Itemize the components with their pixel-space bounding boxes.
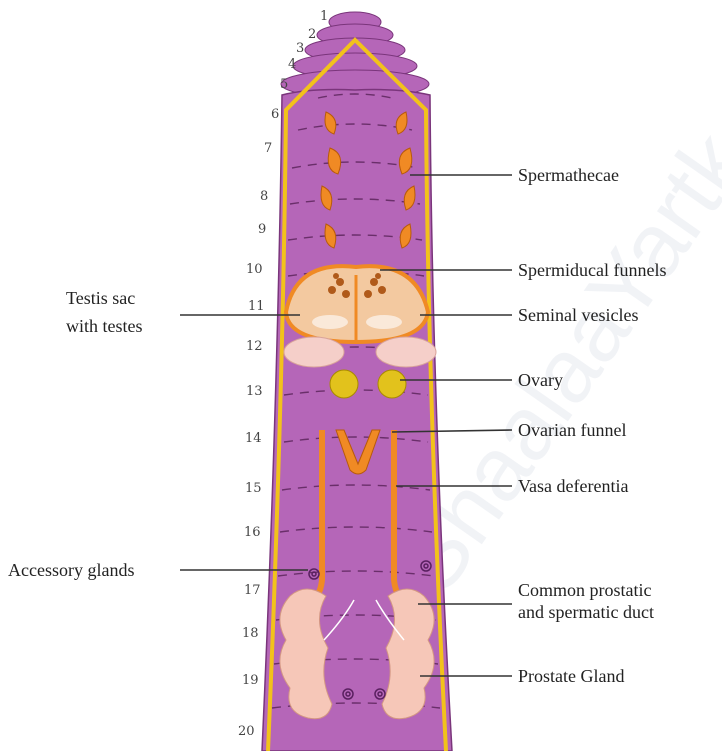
label-accessory-glands: Accessory glands	[8, 560, 134, 580]
label-common-duct-line2: and spermatic duct	[518, 602, 654, 622]
segment-number: 9	[258, 222, 266, 237]
left-labels: Testis sac with testes Accessory glands	[8, 288, 143, 580]
segment-number: 15	[245, 481, 262, 496]
label-common-duct-line1: Common prostatic	[518, 580, 652, 600]
label-vasa-deferentia: Vasa deferentia	[518, 476, 628, 496]
label-testis-sac-line2: with testes	[66, 316, 143, 336]
segment-number: 10	[246, 262, 263, 277]
segment-number: 12	[246, 339, 263, 354]
segment-number: 5	[280, 77, 288, 92]
segment-number: 11	[248, 299, 265, 314]
label-ovarian-funnel: Ovarian funnel	[518, 420, 626, 440]
segment-number: 4	[288, 57, 296, 72]
label-spermathecae: Spermathecae	[518, 165, 619, 185]
label-spermiducal-funnels: Spermiducal funnels	[518, 260, 666, 280]
segment-number: 14	[245, 431, 262, 446]
label-testis-sac-line1: Testis sac	[66, 288, 135, 308]
segment-number: 2	[308, 27, 316, 42]
segment-number: 16	[244, 525, 261, 540]
label-seminal-vesicles: Seminal vesicles	[518, 305, 638, 325]
segment-number: 1	[320, 9, 328, 24]
segment-number: 3	[296, 41, 304, 56]
segment-number: 19	[242, 673, 259, 688]
label-prostate-gland: Prostate Gland	[518, 666, 624, 686]
segment-number: 18	[242, 626, 259, 641]
segment-number: 20	[238, 724, 255, 739]
label-ovary: Ovary	[518, 370, 563, 390]
segment-number: 6	[271, 107, 279, 122]
segment-number: 8	[260, 189, 268, 204]
testis-sac	[286, 266, 428, 343]
segment-number: 13	[246, 384, 263, 399]
segment-number: 17	[244, 583, 261, 598]
segment-number: 7	[264, 141, 272, 156]
